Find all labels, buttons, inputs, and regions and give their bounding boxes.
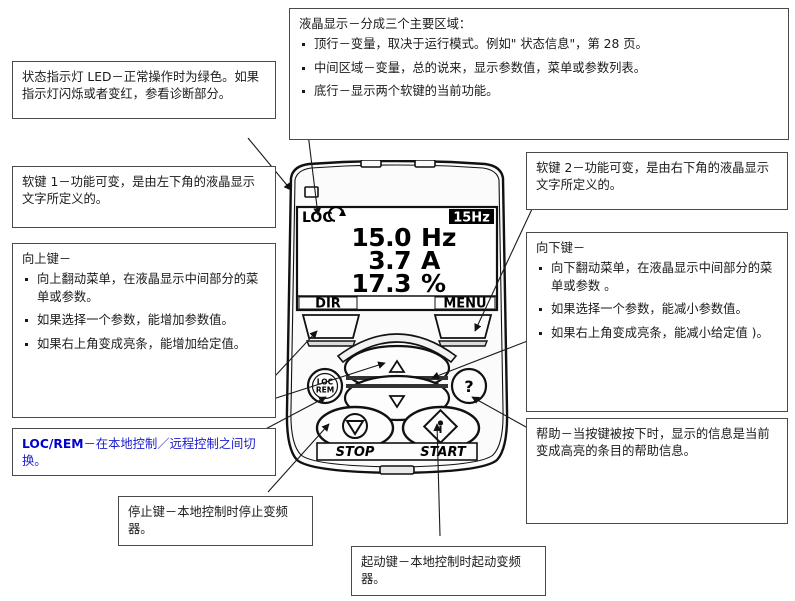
callout-up-key-lead: 向上键－	[22, 252, 72, 266]
callout-lcd-display: 液晶显示－分成三个主要区域： 顶行－变量，取决于运行模式。例如" 状态信息"，第…	[289, 8, 789, 140]
callout-help-text: 帮助－当按键被按下时，显示的信息是当前变成高亮的条目的帮助信息。	[536, 427, 770, 459]
softkey-1-button[interactable]	[301, 314, 361, 339]
lcd-softkey-left-label: DIR	[315, 297, 341, 312]
callout-down-key: 向下键－ 向下翻动菜单，在液晶显示中间部分的菜单或参数 。 如果选择一个参数，能…	[526, 232, 788, 412]
stop-key-label: STOP	[336, 445, 375, 460]
softkey-2-button[interactable]	[433, 314, 493, 339]
callout-stop-key: 停止键－本地控制时停止变频器。	[118, 496, 313, 546]
callout-softkey-1: 软键 1－功能可变，是由左下角的液晶显示文字所定义的。	[12, 166, 276, 228]
rotation-arrow-icon	[328, 206, 346, 223]
lcd-value-2: 3.7	[368, 246, 411, 275]
list-item: 底行－显示两个软键的当前功能。	[299, 83, 779, 100]
help-key-label: ?	[464, 377, 473, 396]
list-item: 向下翻动菜单，在液晶显示中间部分的菜单或参数 。	[536, 260, 778, 295]
list-item: 如果选择一个参数，能减小参数值。	[536, 301, 778, 318]
callout-status-led: 状态指示灯 LED－正常操作时为绿色。如果指示灯闪烁或者变红，参看诊断部分。	[12, 61, 276, 119]
callout-loc-rem-keyword: LOC/REM	[22, 437, 84, 451]
callout-softkey-2: 软键 2－功能可变，是由右下角的液晶显示文字所定义的。	[526, 152, 788, 210]
list-item: 中间区域－变量，总的说来，显示参数值，菜单或参数列表。	[299, 60, 779, 77]
callout-lcd-display-lead: 液晶显示－分成三个主要区域：	[299, 17, 472, 31]
softkey-2-button-edge[interactable]	[437, 340, 489, 347]
list-item: 向上翻动菜单，在液晶显示中间部分的菜单或参数。	[22, 271, 266, 306]
callout-loc-rem-text: －在本地控制／远程控制之间切换。	[22, 437, 256, 469]
top-tab-left	[360, 160, 382, 168]
callout-status-led-text: 状态指示灯 LED－正常操作时为绿色。如果指示灯闪烁或者变红，参看诊断部分。	[22, 70, 260, 102]
callout-stop-key-text: 停止键－本地控制时停止变频器。	[128, 505, 288, 537]
lcd-value-1: 15.0	[351, 223, 411, 252]
lcd-softkey-right-label: MENU	[443, 297, 486, 312]
lcd-value-3: 17.3	[351, 269, 411, 298]
callout-start-key-text: 起动键－本地控制时起动变频器。	[361, 555, 521, 587]
list-item: 如果选择一个参数，能增加参数值。	[22, 312, 266, 329]
callout-up-key: 向上键－ 向上翻动菜单，在液晶显示中间部分的菜单或参数。 如果选择一个参数，能增…	[12, 243, 276, 418]
lcd-softkey-left-box	[298, 296, 358, 310]
stop-icon	[345, 420, 365, 436]
loc-rem-key-label-2: REM	[316, 386, 334, 395]
callout-up-key-bullets: 向上翻动菜单，在液晶显示中间部分的菜单或参数。 如果选择一个参数，能增加参数值。…	[22, 271, 266, 353]
lcd-reference-badge: 15Hz	[453, 211, 490, 226]
callout-help: 帮助－当按键被按下时，显示的信息是当前变成高亮的条目的帮助信息。	[526, 418, 788, 524]
callout-down-key-lead: 向下键－	[536, 241, 586, 255]
callout-down-key-bullets: 向下翻动菜单，在液晶显示中间部分的菜单或参数 。 如果选择一个参数，能减小参数值…	[536, 260, 778, 342]
callout-loc-rem: LOC/REM－在本地控制／远程控制之间切换。	[12, 428, 276, 476]
lcd-unit-2: A	[421, 246, 441, 275]
list-item: 顶行－变量，取决于运行模式。例如" 状态信息"，第 28 页。	[299, 36, 779, 53]
status-led-indicator	[304, 186, 319, 198]
callout-softkey-2-text: 软键 2－功能可变，是由右下角的液晶显示文字所定义的。	[536, 161, 770, 193]
down-arrow-icon	[388, 395, 406, 409]
lcd-status-mode: LOC	[302, 210, 333, 226]
callout-softkey-1-text: 软键 1－功能可变，是由左下角的液晶显示文字所定义的。	[22, 175, 256, 207]
lcd-screen	[295, 205, 499, 312]
lcd-unit-3: %	[421, 269, 446, 298]
callout-start-key: 起动键－本地控制时起动变频器。	[351, 546, 546, 596]
list-item: 如果右上角变成亮条，能减小给定值 )。	[536, 325, 778, 342]
up-arrow-icon	[388, 359, 406, 373]
list-item: 如果右上角变成亮条，能增加给定值。	[22, 336, 266, 353]
control-panel-device: LOC 15Hz 15.0 Hz 3.7 A 17.3 % DIR MENU	[283, 160, 511, 485]
start-key-label: START	[420, 445, 467, 460]
down-key-edge	[346, 384, 448, 388]
callout-lcd-display-bullets: 顶行－变量，取决于运行模式。例如" 状态信息"，第 28 页。 中间区域－变量，…	[299, 36, 779, 100]
lcd-unit-1: Hz	[421, 223, 456, 252]
bottom-tab	[379, 465, 415, 475]
start-key-diamond	[422, 408, 459, 445]
stop-key-ring	[342, 413, 368, 439]
start-icon-dot	[437, 420, 444, 426]
top-tab-right	[414, 160, 436, 168]
softkey-1-button-edge[interactable]	[305, 340, 357, 347]
